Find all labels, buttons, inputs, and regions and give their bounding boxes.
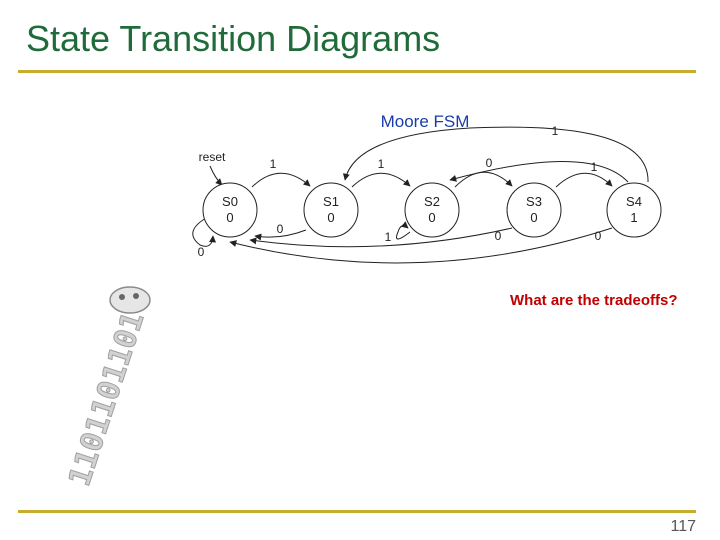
snake-digits-text: 1101101101: [62, 308, 151, 491]
edge-s1-s0: [254, 229, 307, 241]
snake-digits-art: 1101101101: [62, 286, 152, 491]
state-s0-output: 0: [226, 210, 233, 225]
reset-label: reset: [199, 150, 226, 164]
slide-title: State Transition Diagrams: [26, 18, 441, 59]
title-divider: [18, 70, 696, 73]
state-s4-output: 1: [630, 210, 637, 225]
state-s2: S2 0: [404, 182, 460, 238]
reset-arrow: [209, 165, 223, 186]
edge-s0-self: [192, 217, 217, 247]
edge-s2-s3-label: 0: [486, 156, 493, 170]
edge-s3-s0-label: 0: [495, 229, 502, 243]
edge-s2-s3: [454, 171, 513, 188]
state-s2-output: 0: [428, 210, 435, 225]
edge-s1-s2-label: 1: [378, 157, 385, 171]
footer-divider: [18, 510, 696, 513]
edge-s3-s4-label: 1: [591, 160, 598, 174]
edge-s2-self: [396, 221, 411, 240]
state-s0-name: S0: [222, 194, 238, 209]
edge-s4-s1: [342, 126, 649, 183]
edge-s1-s2: [351, 172, 411, 188]
state-s3: S3 0: [506, 182, 562, 238]
edge-s4-s2: [449, 161, 629, 183]
edge-s0-s1-label: 1: [270, 157, 277, 171]
state-s3-output: 0: [530, 210, 537, 225]
state-s1: S1 0: [303, 182, 359, 238]
state-s1-name: S1: [323, 194, 339, 209]
edge-s0-s1: [251, 172, 311, 188]
edge-s0-self-label: 0: [198, 245, 205, 259]
edge-s4-s1-label: 1: [552, 124, 559, 138]
edge-s2-self-label: 1: [385, 230, 392, 244]
edge-s1-s0-label: 0: [277, 222, 284, 236]
state-s1-output: 0: [327, 210, 334, 225]
state-s2-name: S2: [424, 194, 440, 209]
fsm-diagram: Moore FSM reset 1 0 0 1 1 0 1 0 0 0 1 S0…: [192, 112, 662, 264]
snake-head-icon: [109, 286, 151, 314]
state-s4-name: S4: [626, 194, 642, 209]
page-number: 117: [670, 518, 696, 535]
edge-s4-s0: [229, 227, 613, 264]
state-s0: S0 0: [202, 182, 258, 238]
fsm-heading: Moore FSM: [381, 112, 470, 131]
edge-s3-s0: [249, 227, 513, 248]
state-s4: S4 1: [606, 182, 662, 238]
edge-s3-s4: [555, 172, 613, 188]
state-s3-name: S3: [526, 194, 542, 209]
edge-s4-s0-label: 0: [595, 229, 602, 243]
tradeoffs-question: What are the tradeoffs?: [510, 292, 678, 309]
